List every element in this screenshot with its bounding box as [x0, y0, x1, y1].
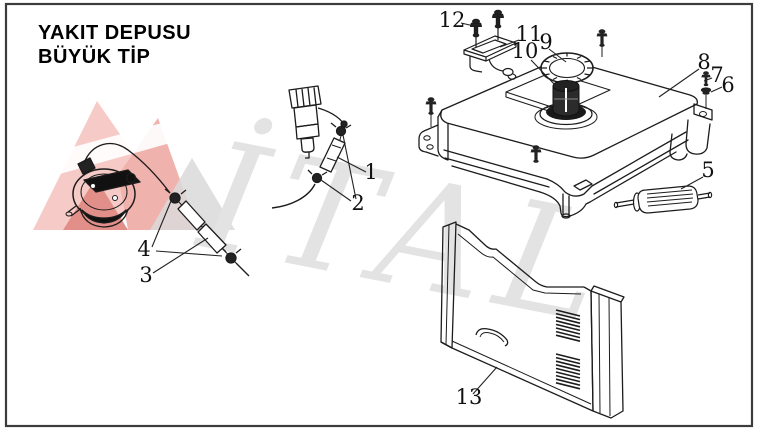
petcock-assembly-drawing	[65, 142, 250, 277]
callout-9: 9	[539, 30, 552, 54]
callout-13: 13	[456, 385, 483, 409]
fuel-valve-hose-drawing	[271, 85, 352, 209]
callout-11: 11	[516, 22, 543, 46]
logo-triangle-gray	[150, 158, 235, 230]
page-title-line1: YAKIT DEPUSU	[38, 22, 191, 44]
callout-3: 3	[139, 263, 152, 287]
callout-6: 6	[721, 73, 734, 97]
callout-8: 8	[697, 50, 710, 74]
callout-10: 10	[512, 39, 539, 63]
callout-1: 1	[364, 160, 377, 184]
bracket-drawing	[463, 9, 517, 80]
callout-labels: 1 2 3 4 5 6 7 8 9 10 11 12 13	[137, 8, 734, 409]
title-block: YAKIT DEPUSU BÜYÜK TİP	[38, 22, 191, 68]
logo-white-slash	[18, 104, 238, 184]
callout-12: 12	[439, 8, 466, 32]
fuel-strainer-drawing	[534, 80, 598, 130]
callout-4: 4	[137, 237, 150, 261]
callout-7: 7	[710, 63, 723, 87]
heat-shield-panel-drawing	[440, 221, 625, 419]
tank-bolts-drawing	[425, 29, 608, 163]
callout-2: 2	[351, 191, 364, 215]
page-title-line2: BÜYÜK TİP	[38, 45, 150, 68]
fuel-filter-drawing	[613, 185, 713, 214]
callout-5: 5	[701, 158, 714, 182]
vent-slots	[555, 309, 581, 390]
callout-leader-lines	[151, 22, 723, 395]
tank-mount-bolt-washer-drawing	[700, 71, 712, 109]
